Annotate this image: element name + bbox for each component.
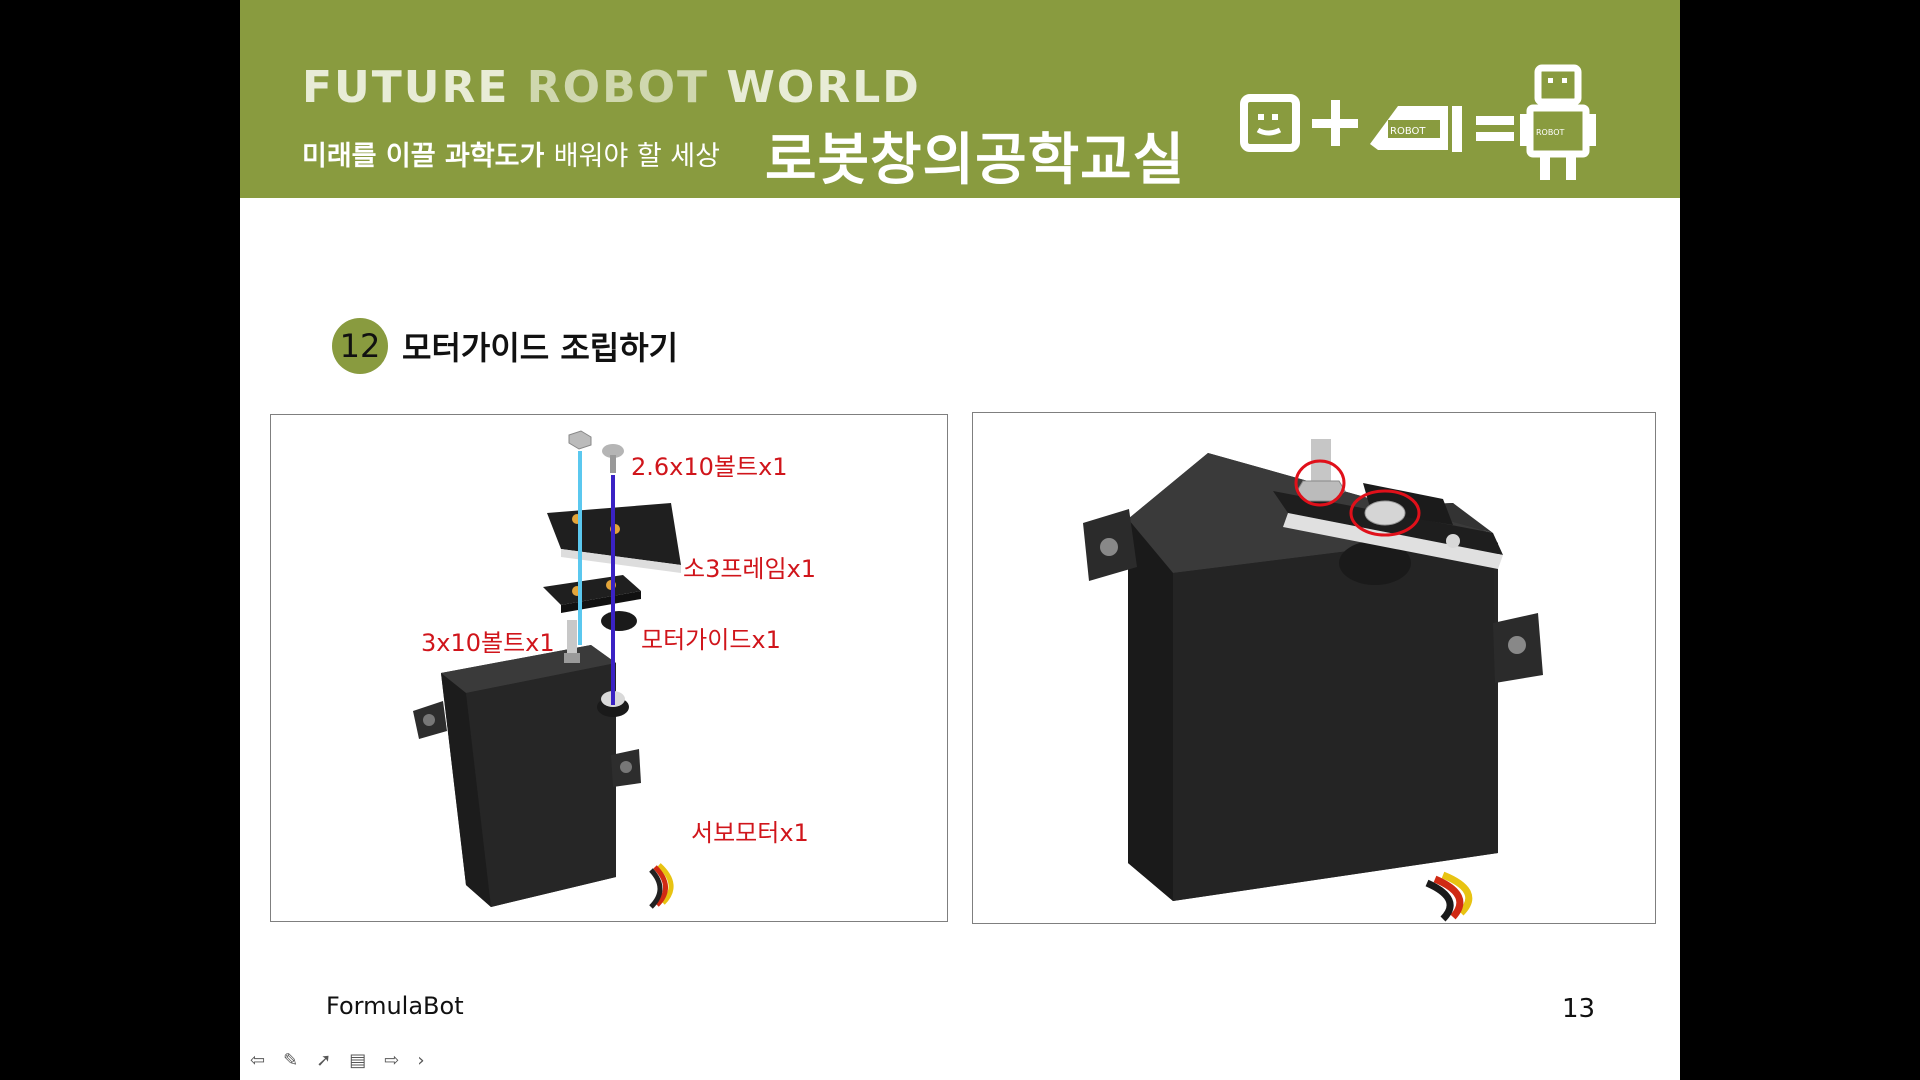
screw-2.6x10-illustration (602, 444, 624, 473)
slideshow-toolbar: ⇦ ✎ ➚ ▤ ⇨ › (250, 1050, 425, 1071)
logo-robot-text-2: ROBOT (1536, 128, 1565, 137)
brand-word-2: ROBOT (526, 62, 710, 113)
step-title: 모터가이드 조립하기 (402, 329, 679, 367)
footer-product-name: FormulaBot (326, 992, 464, 1020)
step-heading: 12 모터가이드 조립하기 (332, 318, 678, 374)
exploded-assembly-illustration (413, 430, 681, 909)
slide: FUTURE ROBOT WORLD 미래를 이끌 과학도가 배워야 할 세상 … (240, 0, 1680, 1080)
page-number: 13 (1562, 994, 1596, 1024)
motor-guide-illustration (543, 575, 641, 631)
header-banner: FUTURE ROBOT WORLD 미래를 이끌 과학도가 배워야 할 세상 … (240, 0, 1680, 198)
step-number-badge: 12 (332, 318, 388, 374)
chevron-right-icon[interactable]: › (417, 1050, 425, 1071)
menu-icon[interactable]: ▤ (349, 1050, 367, 1071)
highlight-circle-nut (1294, 459, 1346, 507)
tagline-thin: 배워야 할 세상 (553, 141, 720, 172)
callout-servo-motor: 서보모터x1 (691, 819, 809, 847)
tagline-bold: 미래를 이끌 과학도가 (302, 141, 545, 172)
course-title: 로봇창의공학교실 (765, 128, 1186, 193)
arrow-left-icon[interactable]: ⇦ (250, 1050, 266, 1071)
callout-frame-3: 소3프레임x1 (683, 555, 817, 583)
robot-formula-logo: ROBOT ROBOT (1240, 64, 1596, 180)
callout-bolt-2.6x10: 2.6x10볼트x1 (631, 453, 788, 481)
bolt-3x10-illustration (564, 620, 580, 663)
servo-motor-illustration (413, 645, 674, 909)
exploded-diagram-panel: 2.6x10볼트x1 소3프레임x1 모터가이드x1 3x10볼트x1 서보모터… (270, 414, 948, 922)
tagline: 미래를 이끌 과학도가 배워야 할 세상 (302, 134, 720, 173)
assembled-servo-illustration (1083, 439, 1543, 922)
arrow-right-icon[interactable]: ⇨ (384, 1050, 400, 1071)
assembled-view-panel (972, 412, 1656, 924)
brand-word-1: FUTURE (302, 62, 510, 113)
nut-illustration (568, 430, 592, 450)
callout-bolt-3x10: 3x10볼트x1 (421, 629, 555, 657)
brand-word-3: WORLD (726, 62, 921, 113)
highlight-circle-screw (1349, 489, 1421, 537)
brand-wordmark: FUTURE ROBOT WORLD (302, 62, 921, 113)
callout-motor-guide: 모터가이드x1 (641, 626, 781, 654)
pen-icon[interactable]: ✎ (283, 1050, 299, 1071)
logo-robot-text: ROBOT (1390, 126, 1426, 137)
pointer-icon[interactable]: ➚ (316, 1050, 332, 1071)
